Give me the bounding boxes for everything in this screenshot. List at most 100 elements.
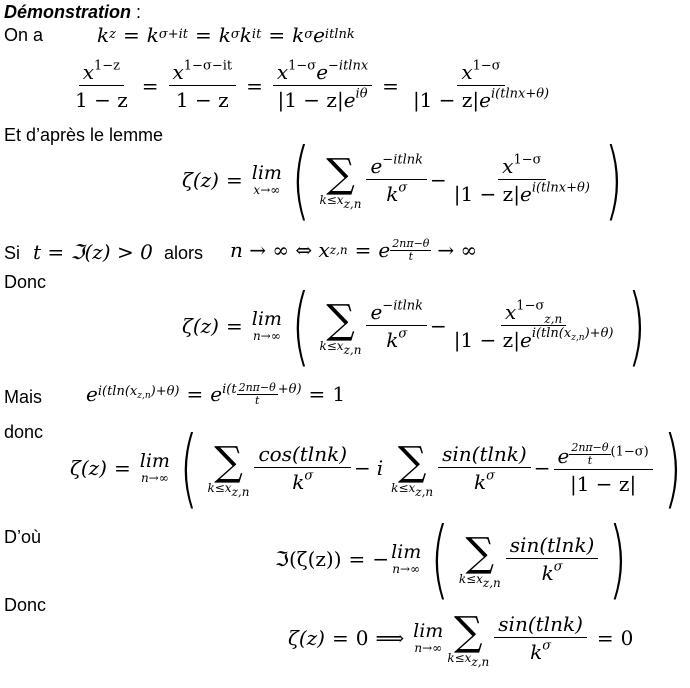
exp: 1−σ: [513, 152, 542, 168]
sub: z,n: [471, 655, 490, 670]
lim-sub: n→∞: [140, 471, 169, 485]
equals: =: [382, 74, 399, 98]
exp: σ: [398, 180, 408, 196]
sub: k≤x: [458, 572, 483, 586]
var: x: [172, 60, 184, 84]
lim-sub: n→∞: [252, 329, 281, 343]
im-zeta: ℑ(ζ(z)): [275, 547, 342, 571]
zero: 0: [355, 626, 369, 650]
var: x: [82, 60, 94, 84]
sigma: ∑: [465, 530, 495, 576]
paren-open: (: [291, 130, 310, 230]
equals: =: [113, 456, 131, 480]
minus: −: [372, 547, 390, 571]
label-donc-1: Donc: [4, 272, 47, 292]
num: sin(tlnk): [494, 614, 587, 638]
equals: =: [596, 626, 614, 650]
lim-sub: x→∞: [253, 183, 281, 197]
den: t: [254, 393, 260, 407]
exp: −itlnk: [382, 298, 423, 314]
label-mais: Mais: [4, 387, 43, 407]
minus: −: [354, 456, 371, 480]
sub: z,n: [329, 243, 348, 258]
den: 1 − z: [75, 88, 128, 112]
lim: lim: [251, 162, 282, 184]
title-colon: :: [131, 2, 142, 22]
label-si: Si: [4, 243, 21, 263]
paren-close: ): [608, 509, 628, 609]
exp: z: [109, 27, 116, 42]
zero: 0: [620, 626, 634, 650]
exp: itlnk: [324, 27, 355, 42]
sub: z,n: [343, 343, 362, 358]
fraction: e−itlnk kσ: [366, 299, 427, 350]
lim: lim: [391, 541, 422, 563]
exp: σ: [398, 326, 408, 342]
var: k: [292, 23, 305, 47]
exp: i(tlnx+θ): [531, 180, 590, 196]
den: t: [408, 249, 414, 263]
exp: 1−z: [94, 58, 121, 74]
summation: ∑k≤xz,n: [207, 442, 249, 498]
exp: σ: [553, 559, 563, 575]
fraction: x1−σ |1 − z|ei(tlnx+θ): [409, 59, 553, 112]
exp: σ: [542, 638, 552, 654]
equals: =: [122, 23, 140, 47]
equals: =: [195, 23, 212, 47]
var: e: [370, 154, 383, 178]
zeta: ζ(z): [182, 168, 219, 192]
label-donc-2: donc: [4, 422, 44, 442]
sub: z,n: [231, 485, 250, 500]
paren-open: (: [179, 418, 198, 518]
exp: iθ: [355, 86, 368, 102]
var: k: [239, 23, 252, 47]
var: e: [479, 88, 491, 112]
var: x: [461, 60, 473, 84]
exp: σ: [486, 468, 495, 484]
num: 2nπ−θ: [390, 237, 432, 251]
sigma: ∑: [454, 609, 483, 655]
sigma: ∑: [326, 151, 355, 197]
abs: |1 − z|: [569, 472, 637, 497]
label-alors: alors: [164, 243, 204, 263]
num: 2nπ−θ: [569, 440, 611, 455]
sub: k≤x: [319, 193, 344, 207]
equals: =: [348, 547, 366, 571]
label-donc-3: Donc: [4, 595, 47, 615]
num: sin(tlnk): [438, 444, 531, 468]
var: k: [530, 640, 543, 664]
equals: =: [225, 314, 243, 338]
minus: −: [429, 168, 447, 192]
fraction: sin(tlnk) kσ: [505, 535, 599, 583]
exp: i(tlnx+θ): [491, 86, 550, 102]
lim-sub: n→∞: [392, 562, 421, 576]
sub: z,n: [544, 312, 563, 327]
minus: −: [429, 314, 447, 338]
lim-sub: n→∞: [414, 641, 443, 655]
label-on-a: On a: [4, 25, 44, 45]
equals: =: [225, 168, 243, 192]
cond: t = ℑ(z) > 0: [33, 240, 153, 264]
exp: it: [251, 27, 262, 42]
fraction: e−itlnk kσ: [366, 153, 427, 204]
exp: i(t: [222, 382, 237, 398]
paren-close: ): [663, 418, 682, 518]
paren-open: (: [430, 509, 450, 609]
summation: ∑k≤xz,n: [319, 300, 361, 356]
zeta: ζ(z): [70, 456, 107, 480]
sub: z,n: [415, 485, 434, 500]
to-inf: → ∞: [437, 238, 478, 263]
exp: 1−σ: [516, 298, 545, 314]
num: sin(tlnk): [505, 535, 599, 559]
exp: 1−σ: [472, 58, 501, 74]
section-title: Démonstration :: [4, 2, 141, 23]
var: x: [502, 154, 514, 178]
var: x: [276, 60, 289, 84]
equals: =: [186, 382, 204, 407]
minus: −: [533, 456, 551, 480]
